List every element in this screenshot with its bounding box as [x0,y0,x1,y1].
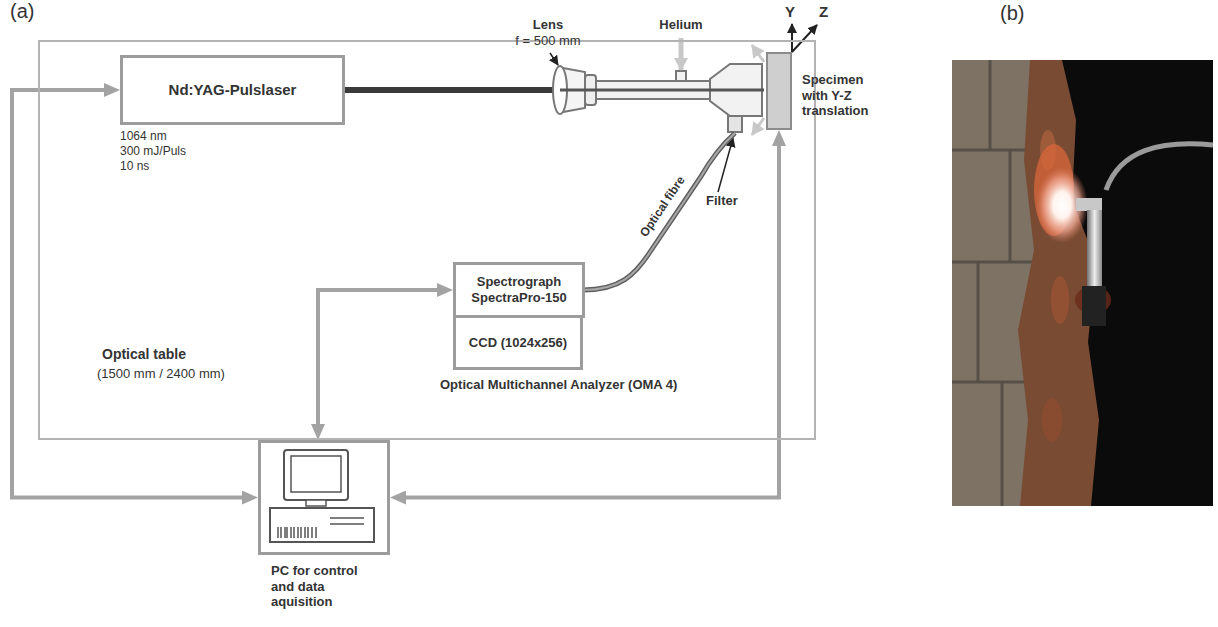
nozzle-tip [1076,198,1102,211]
nozzle-holder [1082,286,1106,326]
photo-background [952,60,1213,506]
laser-spec: 300 mJ/Puls [120,145,186,159]
z-axis-arrow [792,25,817,52]
node-text: Nd:YAG-Pulslaser [169,81,297,99]
filter-port [728,116,742,132]
node-text: Optical table [102,346,186,363]
fibre-cable [1106,144,1213,190]
part-dimension: f = 500 mm [515,34,580,49]
node-text: CCD (1024x256) [469,335,567,351]
spectrograph-box: Spectrograph SpectraPro-150 [453,262,585,318]
crust-patch [1042,398,1062,442]
group-label: Optical Multichannel Analyzer (OMA 4) [440,378,677,393]
crust-layer [1018,60,1099,506]
panel-letter: (a) [10,0,34,23]
optical-fibre-core [583,133,735,290]
optical-fibre [583,133,735,290]
gas-flow-arrow [752,45,764,62]
fibre-label: Optical fibre [638,174,689,240]
pc-drive-slot [330,518,364,524]
helium-arrow [679,38,684,70]
crust-patch [1051,276,1069,324]
connector-arrow [12,90,250,498]
laser-spec: 10 ns [120,160,149,174]
pc-screen [291,456,341,492]
helium-inlet [676,71,686,81]
part-label: Filter [706,194,738,209]
y-axis-arrow [791,24,793,52]
laser-beam-inner [560,89,764,92]
axis-label: Y [785,3,795,20]
gas-flow-arrow [752,118,764,135]
node-text: (1500 mm / 2400 mm) [97,366,225,382]
pc-monitor [284,450,348,500]
laser-spec: 1064 nm [120,130,167,144]
part-label: Lens [533,18,563,33]
connector-arrow [398,138,779,498]
node-text: PC for control and data aquisition [271,563,383,610]
node-text: Specimen with Y-Z translation [802,72,882,119]
pc-vent [278,527,316,538]
node-text: Spectrograph SpectraPro-150 [462,274,576,305]
nozzle-body [1087,210,1102,286]
gas-label: Helium [659,18,702,33]
laser-box: Nd:YAG-Pulslaser [120,55,345,125]
optical-table: Optical table (1500 mm / 2400 mm) Nd:YAG-P… [38,40,816,440]
leader-arrow [550,53,558,65]
pc-box: PC for control and data aquisition [258,440,390,555]
ccd-box: CCD (1024x256) [453,315,583,370]
specimen-plate: Specimen with Y-Z translation [766,52,792,130]
connector-arrow [318,290,445,432]
laser-beam [345,87,562,93]
pc-stand [306,500,326,506]
axis-label: Z [819,3,828,20]
panel-letter: (b) [1000,2,1024,25]
pc-case [270,508,374,542]
